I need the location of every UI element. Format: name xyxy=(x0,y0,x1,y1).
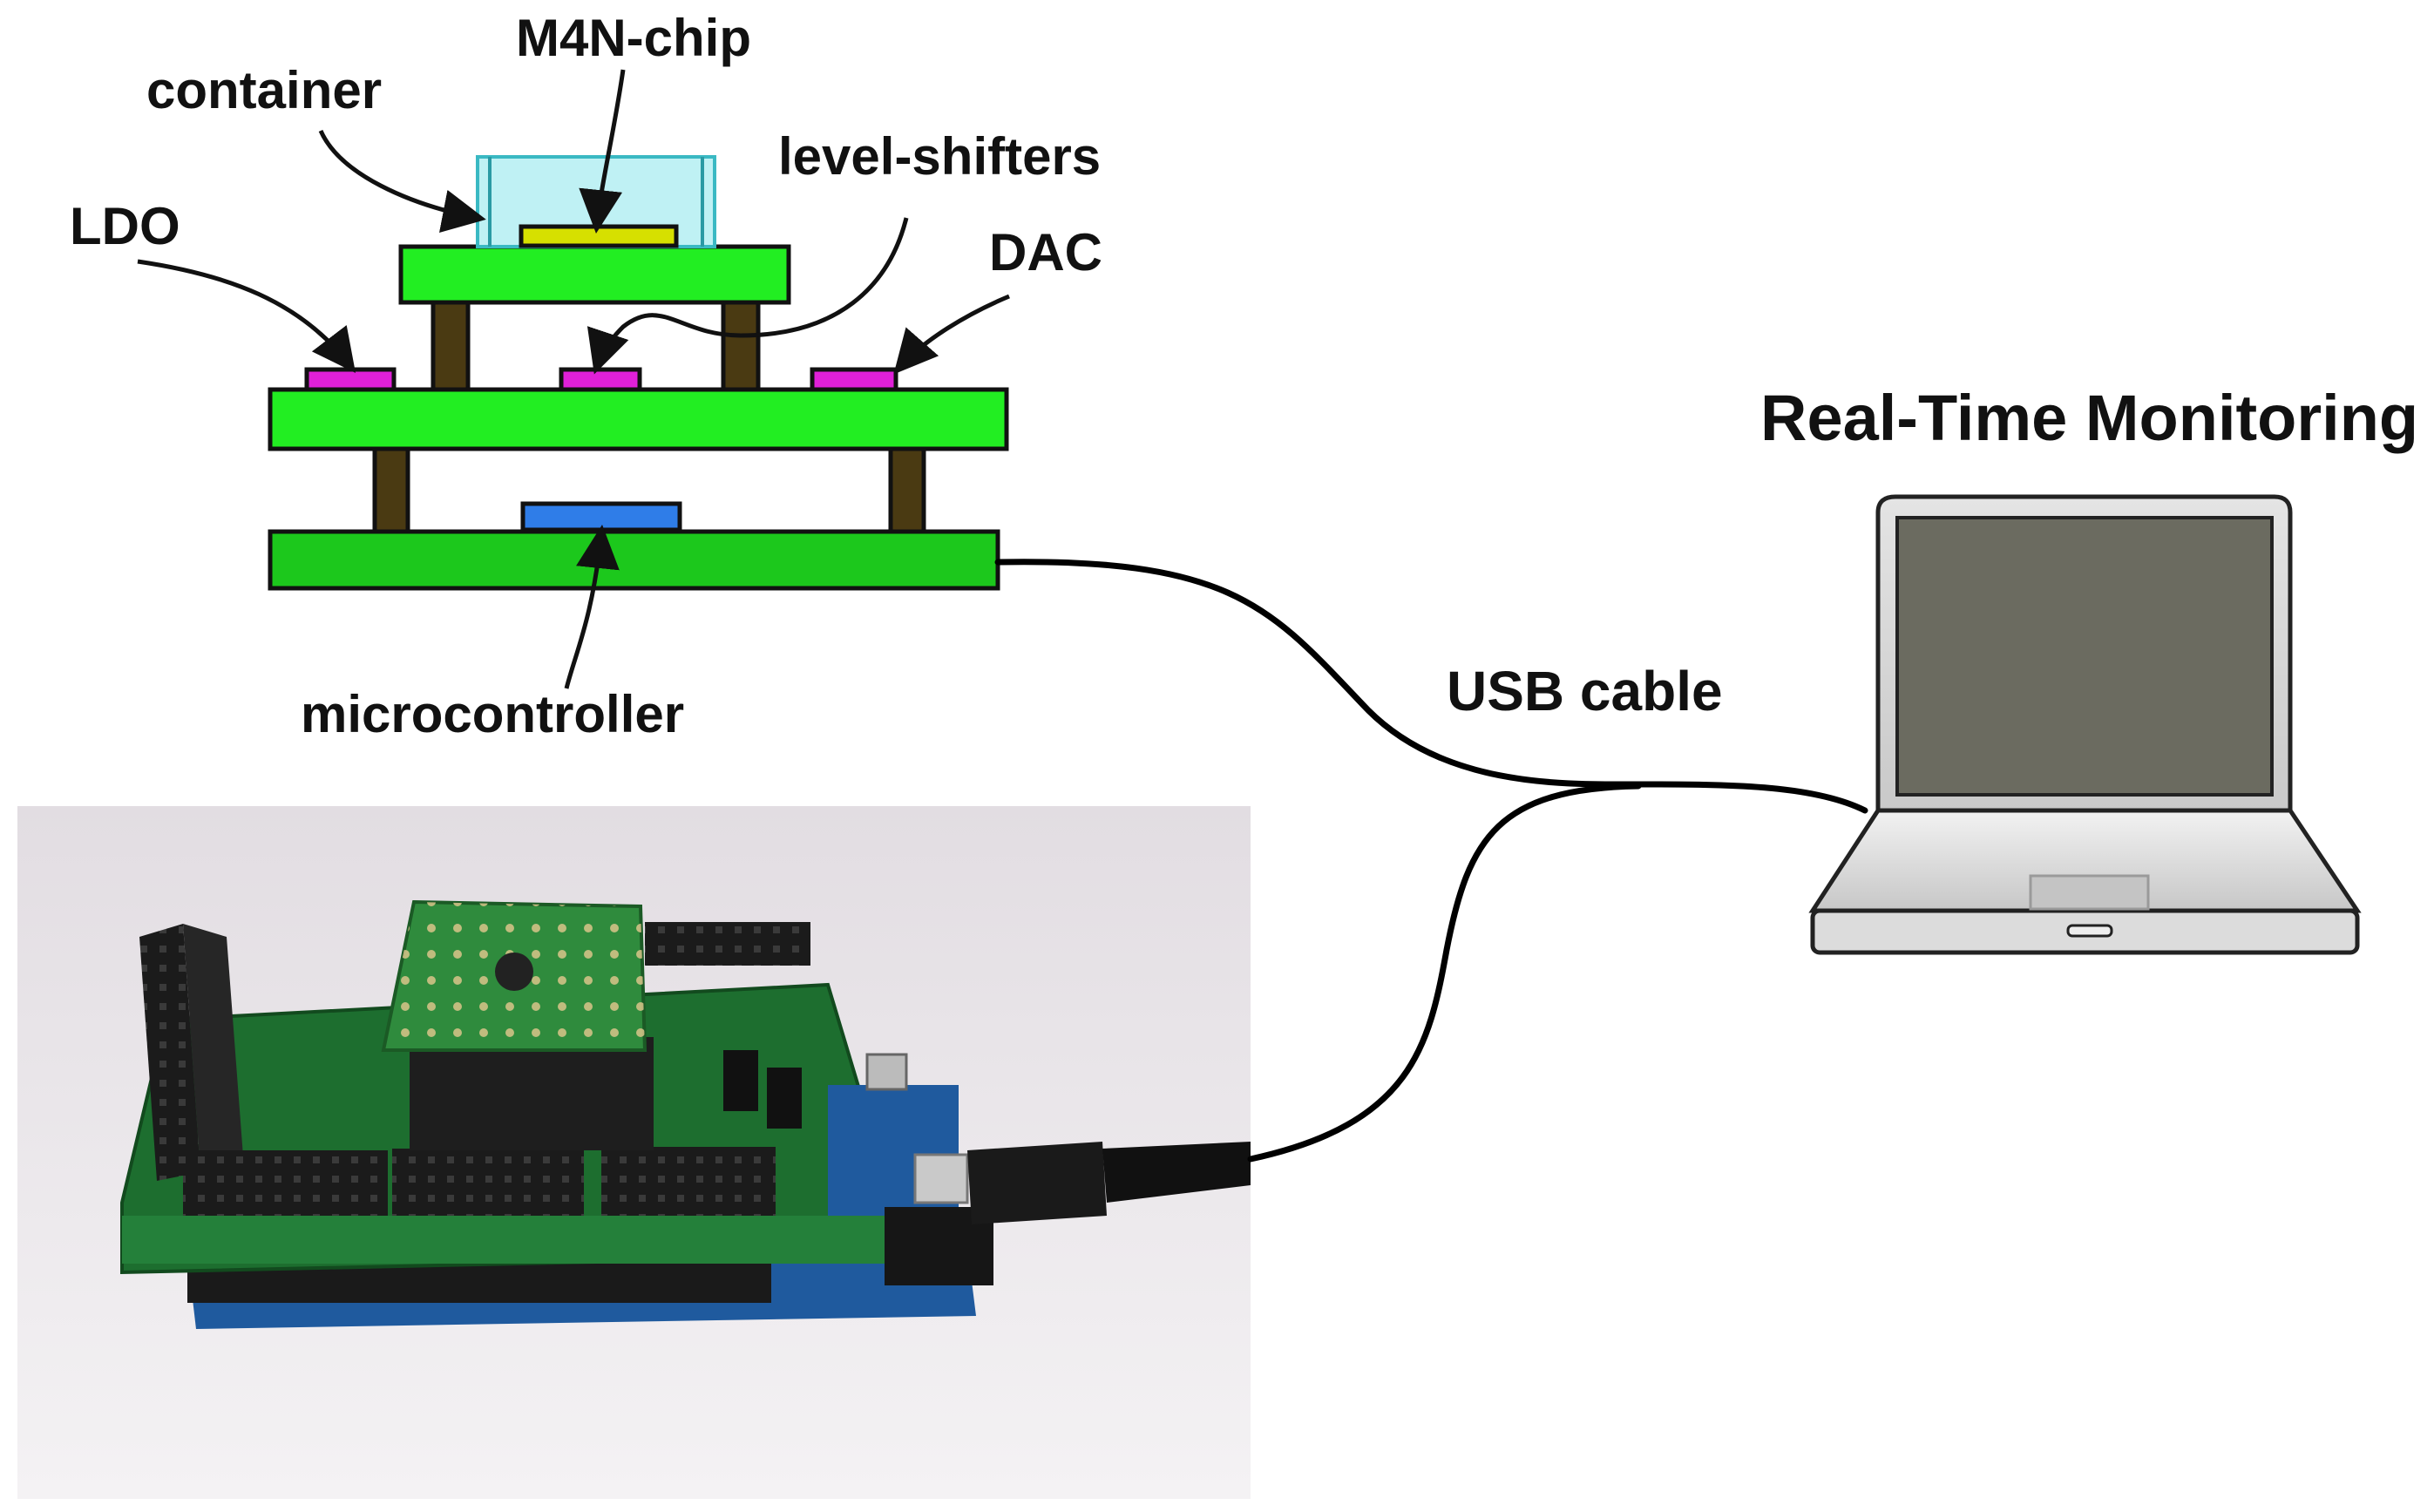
m4n-chip xyxy=(519,224,679,248)
label-dac: DAC xyxy=(989,223,1102,281)
top-board xyxy=(398,244,791,305)
standoff xyxy=(431,300,471,392)
label-level-shifters: level-shifters xyxy=(778,127,1101,186)
photo-reset-button xyxy=(865,1053,908,1091)
schematic-stack xyxy=(268,155,1009,591)
usb-cable xyxy=(994,559,1868,1163)
middle-board xyxy=(268,387,1009,451)
standoff xyxy=(721,300,761,392)
photo-left-header xyxy=(139,924,200,1181)
photo-left-header-2 xyxy=(183,924,244,1172)
photo-usb-plug-neck xyxy=(1102,1142,1251,1203)
arrow-ldo xyxy=(137,259,356,373)
laptop xyxy=(1808,494,2362,955)
arrow-level-shifters xyxy=(586,217,909,375)
pointer-arrows xyxy=(137,69,1010,689)
ldo-component xyxy=(304,367,397,392)
label-m4n-chip: M4N-chip xyxy=(516,9,751,67)
arrow-microcontroller xyxy=(564,525,620,689)
label-real-time-monitoring: Real-Time Monitoring xyxy=(1760,382,2418,454)
label-microcontroller: microcontroller xyxy=(301,685,684,743)
photo-back-header xyxy=(645,922,810,966)
photo-m4n-chip xyxy=(495,953,533,991)
standoff xyxy=(888,446,926,534)
label-container: container xyxy=(146,61,382,119)
photo-usb-port xyxy=(913,1153,969,1204)
dac-component xyxy=(810,367,898,392)
label-usb-cable: USB cable xyxy=(1447,660,1723,722)
photo-jumper xyxy=(767,1068,802,1129)
standoff xyxy=(372,446,410,534)
cable-schematic-to-laptop xyxy=(994,559,1868,814)
microcontroller-chip xyxy=(520,501,682,532)
bottom-board xyxy=(268,529,1000,591)
level-shifter-component xyxy=(559,367,642,392)
photo-jumper xyxy=(723,1050,758,1111)
schematic-labels: container M4N-chip level-shifters LDO DA… xyxy=(70,9,2418,743)
arrow-m4n-chip xyxy=(579,69,626,234)
arrow-dac xyxy=(893,294,1010,375)
arrow-container xyxy=(318,129,486,233)
label-ldo: LDO xyxy=(70,197,180,255)
cable-photo-to-laptop xyxy=(1247,783,1642,1163)
laptop-base xyxy=(1808,808,2362,913)
photo-front-header-2 xyxy=(392,1149,584,1216)
laptop-notch xyxy=(2066,924,2113,938)
photo-usb-plug xyxy=(967,1142,1107,1224)
photo-front-header-1 xyxy=(183,1150,388,1216)
laptop-touchpad xyxy=(2029,874,2150,911)
photo-socket xyxy=(410,1037,654,1150)
laptop-screen xyxy=(1895,516,2274,797)
photo-shield-edge xyxy=(122,1216,915,1264)
hardware-photo xyxy=(17,806,1251,1499)
photo-front-header-3 xyxy=(601,1147,776,1216)
